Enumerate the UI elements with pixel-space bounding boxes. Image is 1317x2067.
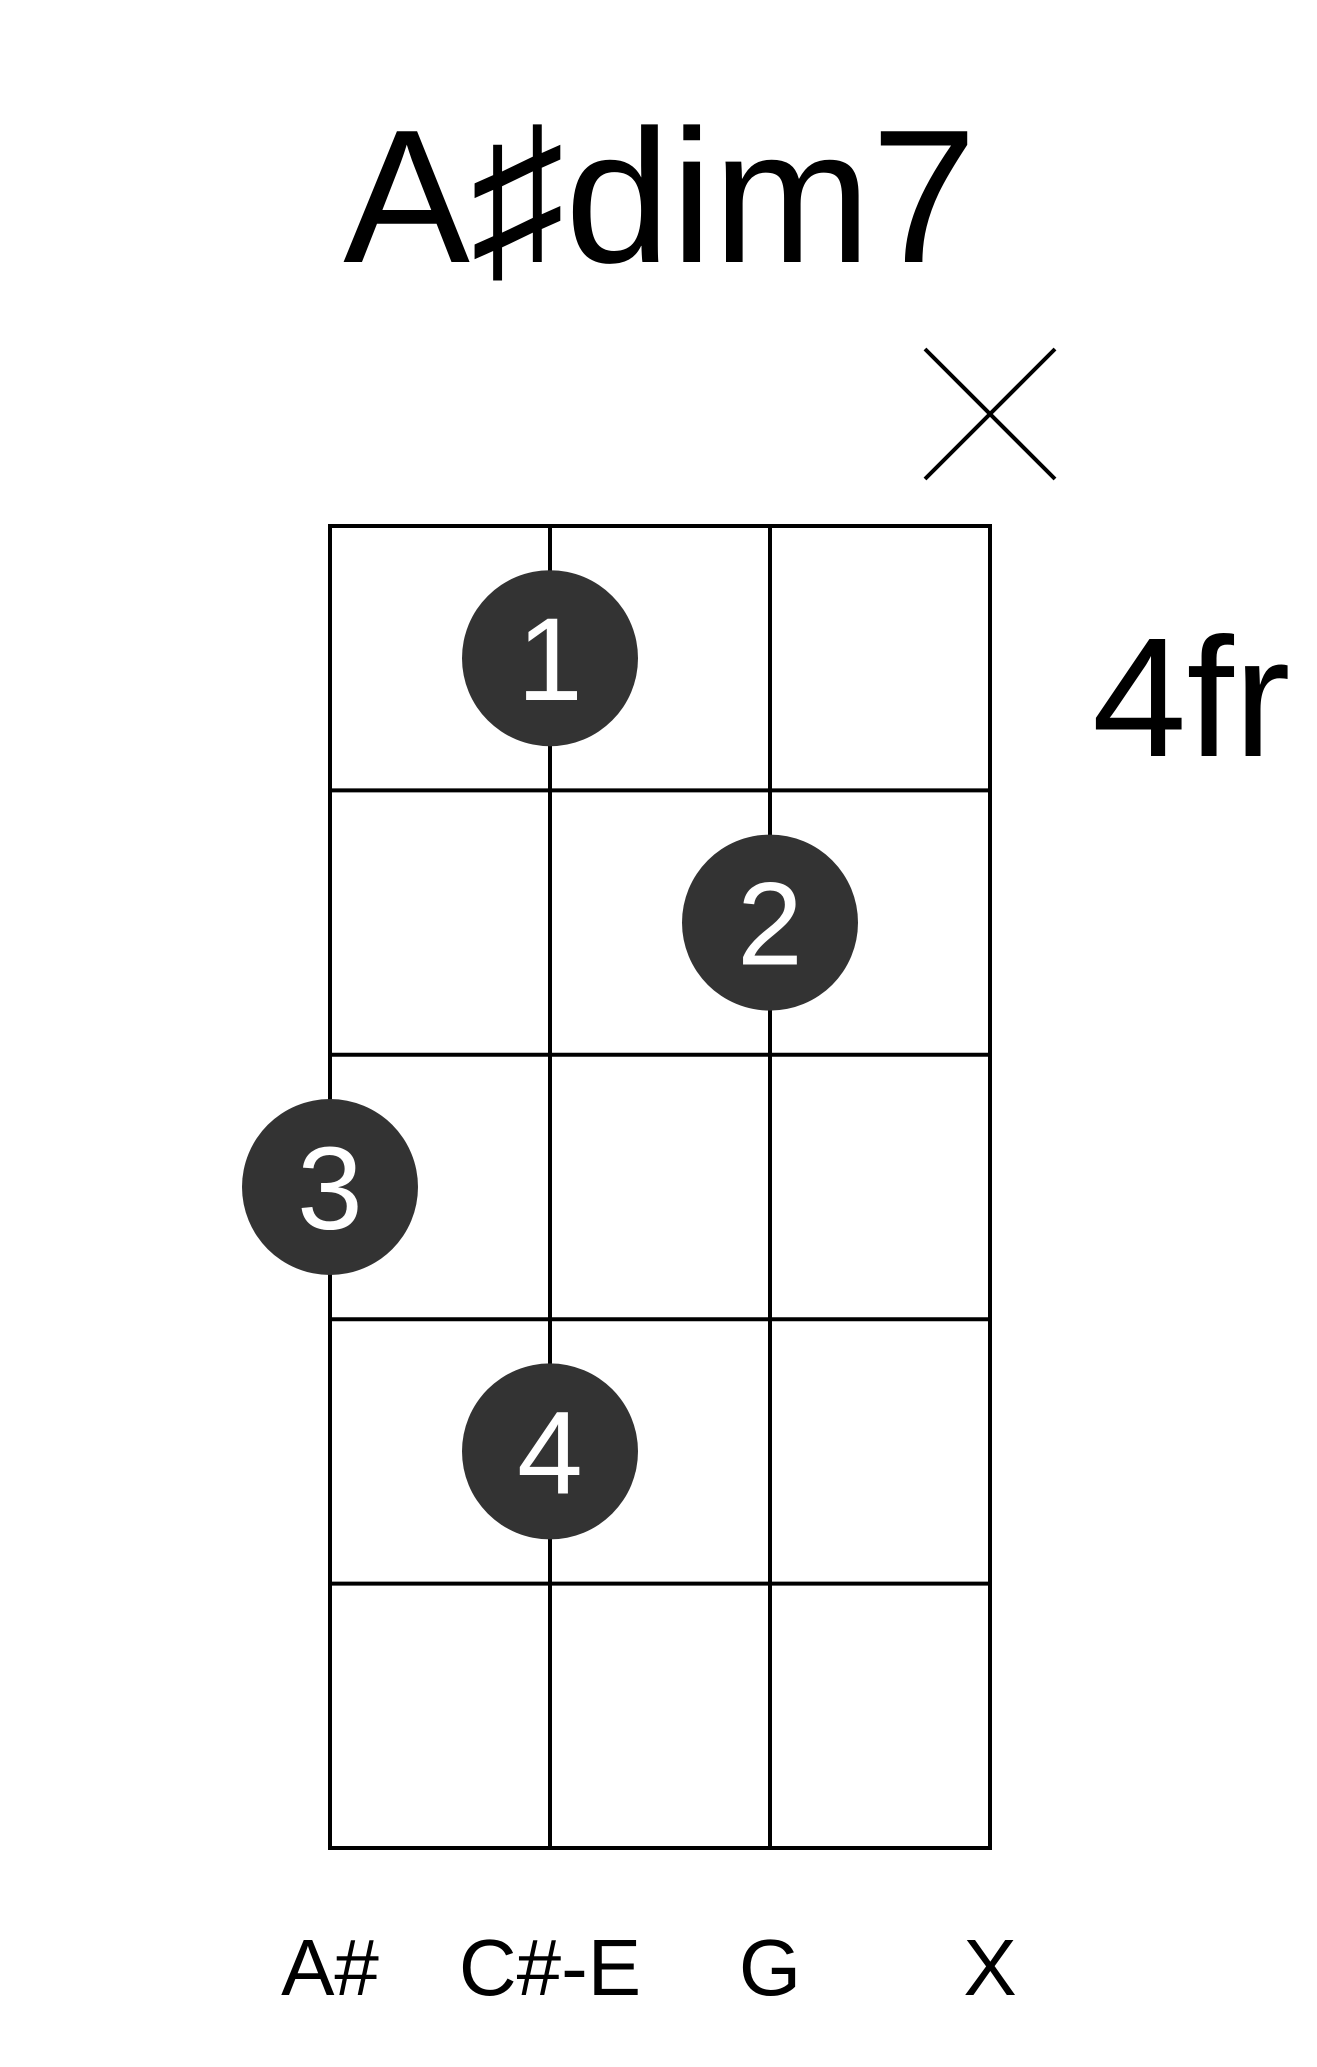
finger-dot: 3 xyxy=(242,1099,418,1275)
fretboard-grid xyxy=(328,524,992,1850)
finger-number: 2 xyxy=(737,859,803,991)
finger-dot-circle xyxy=(462,1363,638,1540)
string-note-label: G xyxy=(739,1923,801,2012)
finger-dot-circle xyxy=(682,834,858,1011)
string-note-label: C#-E xyxy=(459,1923,641,2012)
mute-markers xyxy=(923,347,1057,481)
finger-number: 1 xyxy=(517,594,583,726)
chord-title: A♯dim7 xyxy=(343,91,977,303)
mute-x-icon xyxy=(923,347,1057,481)
finger-dot-circle xyxy=(462,570,638,747)
string-note-label: X xyxy=(963,1923,1016,2012)
finger-dot: 1 xyxy=(462,570,638,747)
finger-number: 3 xyxy=(297,1123,363,1255)
finger-dot-circle xyxy=(242,1099,418,1275)
finger-dot: 2 xyxy=(682,834,858,1011)
finger-number: 4 xyxy=(517,1387,583,1519)
finger-dots: 1 2 3 4 xyxy=(242,570,858,1540)
finger-dot: 4 xyxy=(462,1363,638,1540)
start-fret-label: 4fr xyxy=(1092,603,1290,793)
string-note-label: A# xyxy=(281,1923,379,2012)
string-note-labels: A# C#-E G X xyxy=(281,1923,1017,2012)
